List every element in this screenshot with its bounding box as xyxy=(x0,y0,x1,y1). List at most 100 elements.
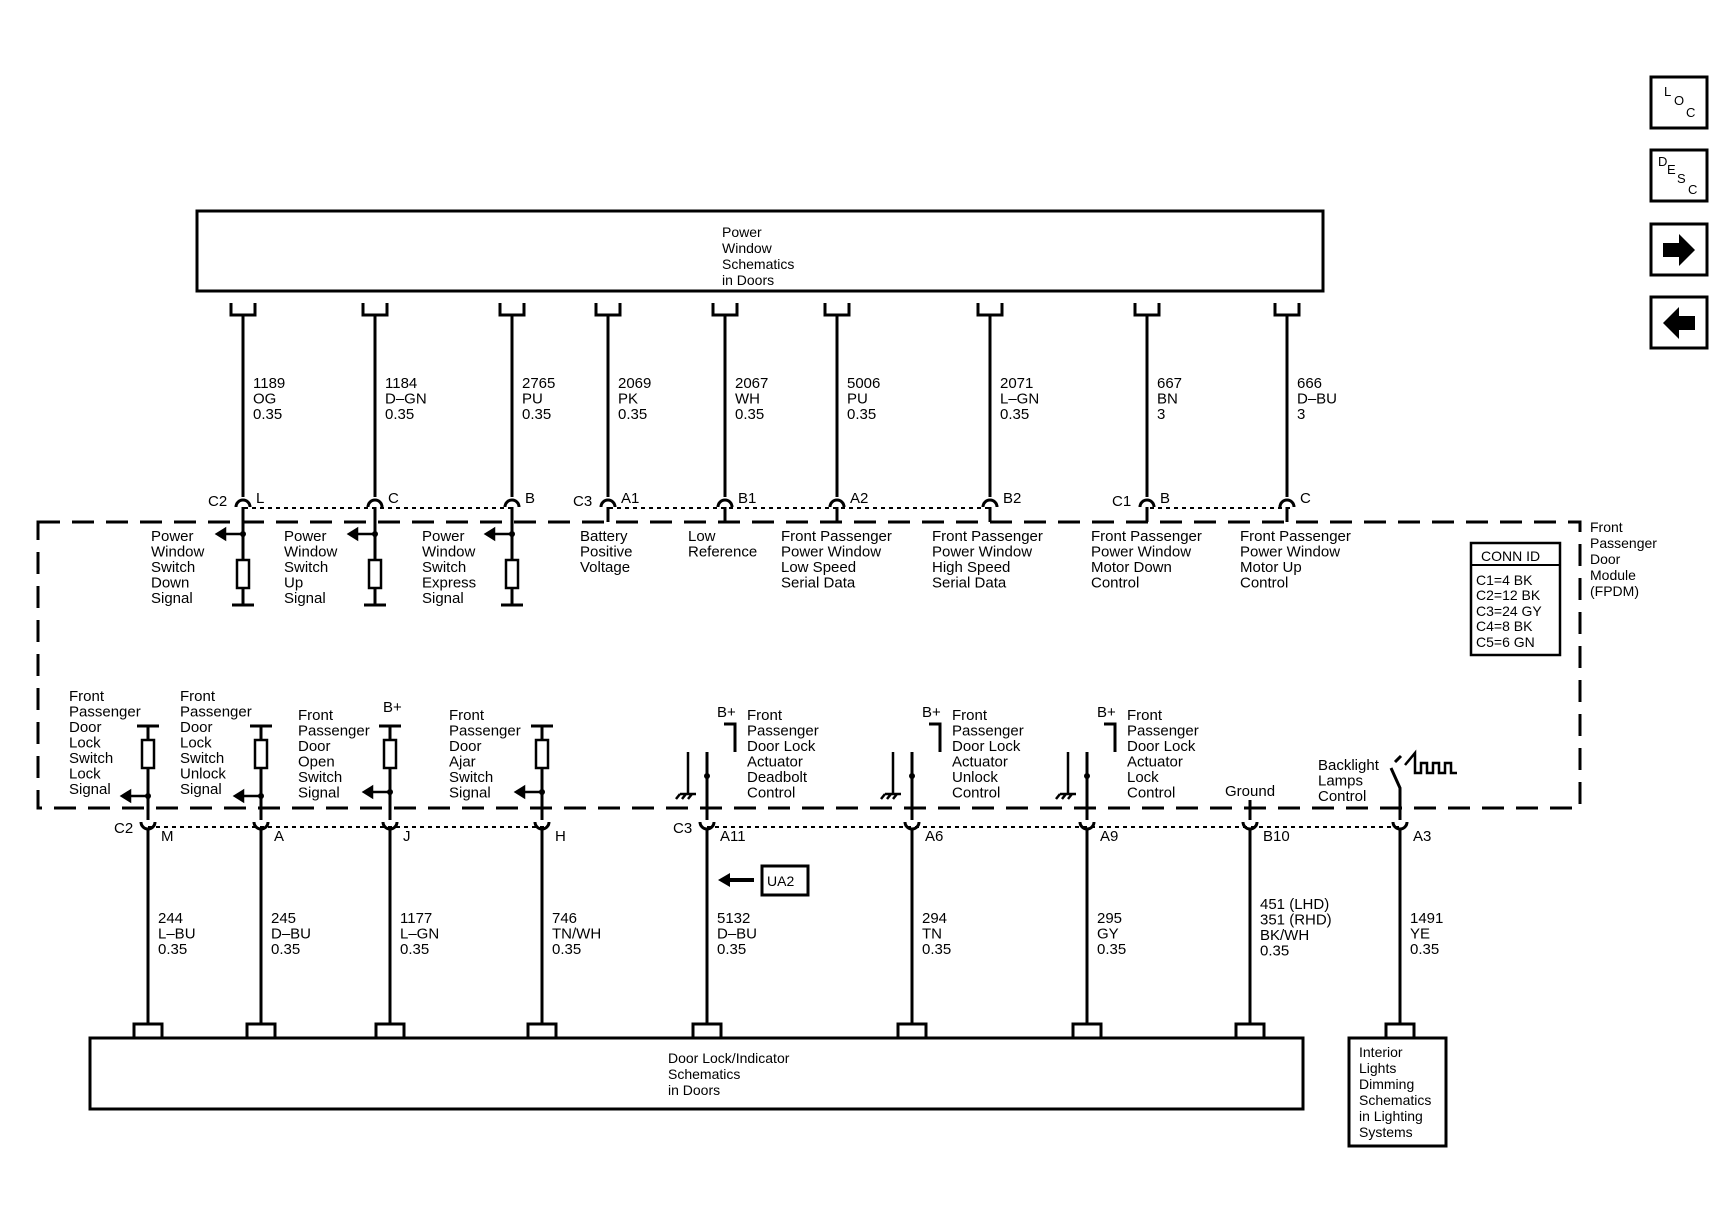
wire-label: 0.35 xyxy=(271,941,300,958)
function-label: Front Passenger xyxy=(932,528,1043,545)
switch-input-resistor-symbol: B+ xyxy=(361,699,402,808)
wire-label: 667 xyxy=(1157,375,1182,392)
function-label: Window xyxy=(284,544,338,561)
desc-button[interactable]: D E S C xyxy=(1649,148,1709,203)
function-label: Front Passenger xyxy=(1240,528,1351,545)
loc-letter-o: O xyxy=(1674,93,1684,108)
interior-lights-schematics-box[interactable]: Interior Lights Dimming Schematics in Li… xyxy=(1347,1036,1448,1148)
module-name-line: Passenger xyxy=(1590,535,1657,551)
function-label: Control xyxy=(1091,575,1139,592)
desc-letter-s: S xyxy=(1677,171,1686,186)
function-label: Voltage xyxy=(580,559,630,576)
wire-label: 0.35 xyxy=(158,941,187,958)
pin-label: B xyxy=(525,490,535,507)
function-label: Power Window xyxy=(781,544,881,561)
module-name-line: Door xyxy=(1590,551,1621,567)
pin-label: M xyxy=(161,828,174,845)
function-label: Express xyxy=(422,575,476,592)
pin-label: A11 xyxy=(720,828,746,845)
battery-positive-label: B+ xyxy=(1097,704,1116,721)
desc-letter-e: E xyxy=(1667,162,1676,177)
wire-label: OG xyxy=(253,391,276,408)
function-label: Switch xyxy=(284,559,328,576)
wire-label: 2067 xyxy=(735,375,768,392)
interior-box-line: in Lighting xyxy=(1359,1108,1423,1124)
module-name-line: Front xyxy=(1590,519,1623,535)
function-label: Lock xyxy=(69,766,101,783)
function-label: Power Window xyxy=(1091,544,1191,561)
wire-label: WH xyxy=(735,391,760,408)
function-label: Front xyxy=(952,707,988,724)
wire-label: BK/WH xyxy=(1260,927,1309,944)
function-label: Low Speed xyxy=(781,559,856,576)
power-window-schematics-box[interactable]: Power Window Schematics in Doors xyxy=(195,209,1325,293)
wire-label: L–BU xyxy=(158,926,196,943)
ua2-reference[interactable]: UA2 xyxy=(718,864,810,897)
wire-label: PK xyxy=(618,391,638,408)
connector-label: C1 xyxy=(1112,493,1131,510)
pullup-resistor-symbol xyxy=(346,522,386,607)
wire-label: 244 xyxy=(158,910,183,927)
function-label: Motor Down xyxy=(1091,559,1172,576)
interior-box-line: Schematics xyxy=(1359,1092,1431,1108)
wire-label: 245 xyxy=(271,910,296,927)
back-button[interactable] xyxy=(1649,295,1709,350)
wire-label: 3 xyxy=(1157,406,1165,423)
wire-label: 0.35 xyxy=(922,941,951,958)
wire-label: D–BU xyxy=(1297,391,1337,408)
loc-button[interactable]: L O C xyxy=(1649,75,1709,130)
bottom-wire-group: 244L–BU0.35MC2245D–BU0.35A1177L–GN0.35J7… xyxy=(114,808,1443,1038)
module-name-line: Module xyxy=(1590,567,1636,583)
function-label: Signal xyxy=(151,590,193,607)
function-label: Passenger xyxy=(1127,723,1199,740)
function-label: Signal xyxy=(284,590,326,607)
desc-letter-c: C xyxy=(1688,182,1697,197)
function-label: Door xyxy=(180,719,213,736)
function-label: Power Window xyxy=(932,544,1032,561)
function-label: Unlock xyxy=(180,766,226,783)
arrow-left-icon xyxy=(1663,307,1695,339)
pin-label: A xyxy=(274,828,284,845)
fpdm-module-boundary xyxy=(36,520,1582,810)
function-label: Switch xyxy=(298,769,342,786)
pin-label: L xyxy=(256,490,264,507)
next-button[interactable] xyxy=(1649,222,1709,277)
door-lock-indicator-schematics-box[interactable]: Door Lock/Indicator Schematics in Doors xyxy=(88,1036,1305,1111)
pin-label: B xyxy=(1160,490,1170,507)
function-label: Power xyxy=(422,528,465,545)
interior-box-line: Interior xyxy=(1359,1044,1403,1060)
pullup-resistor-symbol xyxy=(483,522,523,607)
wire-label: BN xyxy=(1157,391,1178,408)
pin-label: C xyxy=(388,490,399,507)
wire-label: D–GN xyxy=(385,391,427,408)
function-label: Passenger xyxy=(298,723,370,740)
top-box-line: Power xyxy=(722,224,762,240)
pwm-icon xyxy=(1404,749,1457,775)
conn-id-row: C1=4 BK xyxy=(1476,572,1533,588)
